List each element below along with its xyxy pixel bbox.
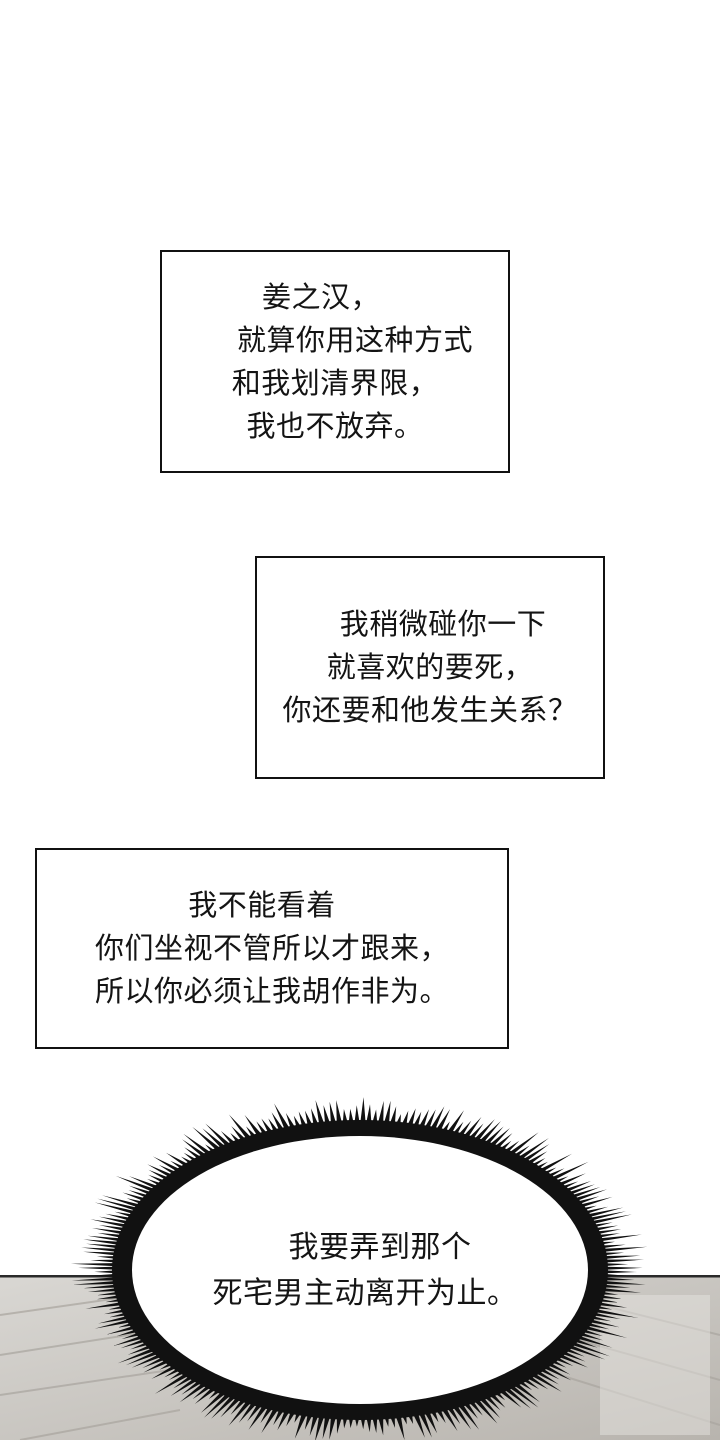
dialogue-line: 就喜欢的要死，: [326, 650, 534, 684]
thought-text: 我要弄到那个 死宅男主动离开为止。: [160, 1225, 570, 1317]
dialogue-line: 就算你用这种方式: [236, 322, 473, 357]
spiky-thought-burst: [70, 1097, 648, 1440]
speech-box: 我稍微碰你一下 就喜欢的要死， 你还要和他发生关系？: [255, 556, 605, 779]
speech-box: 姜之汉， 就算你用这种方式 和我划清界限， 我也不放弃。: [160, 250, 510, 473]
thought-line: 死宅男主动离开为止。: [212, 1276, 518, 1311]
dialogue-line: 我稍微碰你一下: [339, 607, 547, 641]
speech-box: 我不能看着 你们坐视不管所以才跟来， 所以你必须让我胡作非为。: [35, 848, 509, 1049]
dialogue-line: 我不能看着: [188, 888, 336, 922]
dialogue-line: 和我划清界限，: [231, 365, 439, 400]
thought-line: 我要弄到那个: [288, 1230, 472, 1265]
dialogue-line: 你们坐视不管所以才跟来，: [94, 931, 449, 965]
dialogue-line: 姜之汉，: [261, 279, 380, 314]
dialogue-line: 我也不放弃。: [246, 408, 424, 443]
dialogue-line: 你还要和他发生关系？: [282, 693, 578, 727]
dialogue-line: 所以你必须让我胡作非为。: [94, 974, 449, 1008]
